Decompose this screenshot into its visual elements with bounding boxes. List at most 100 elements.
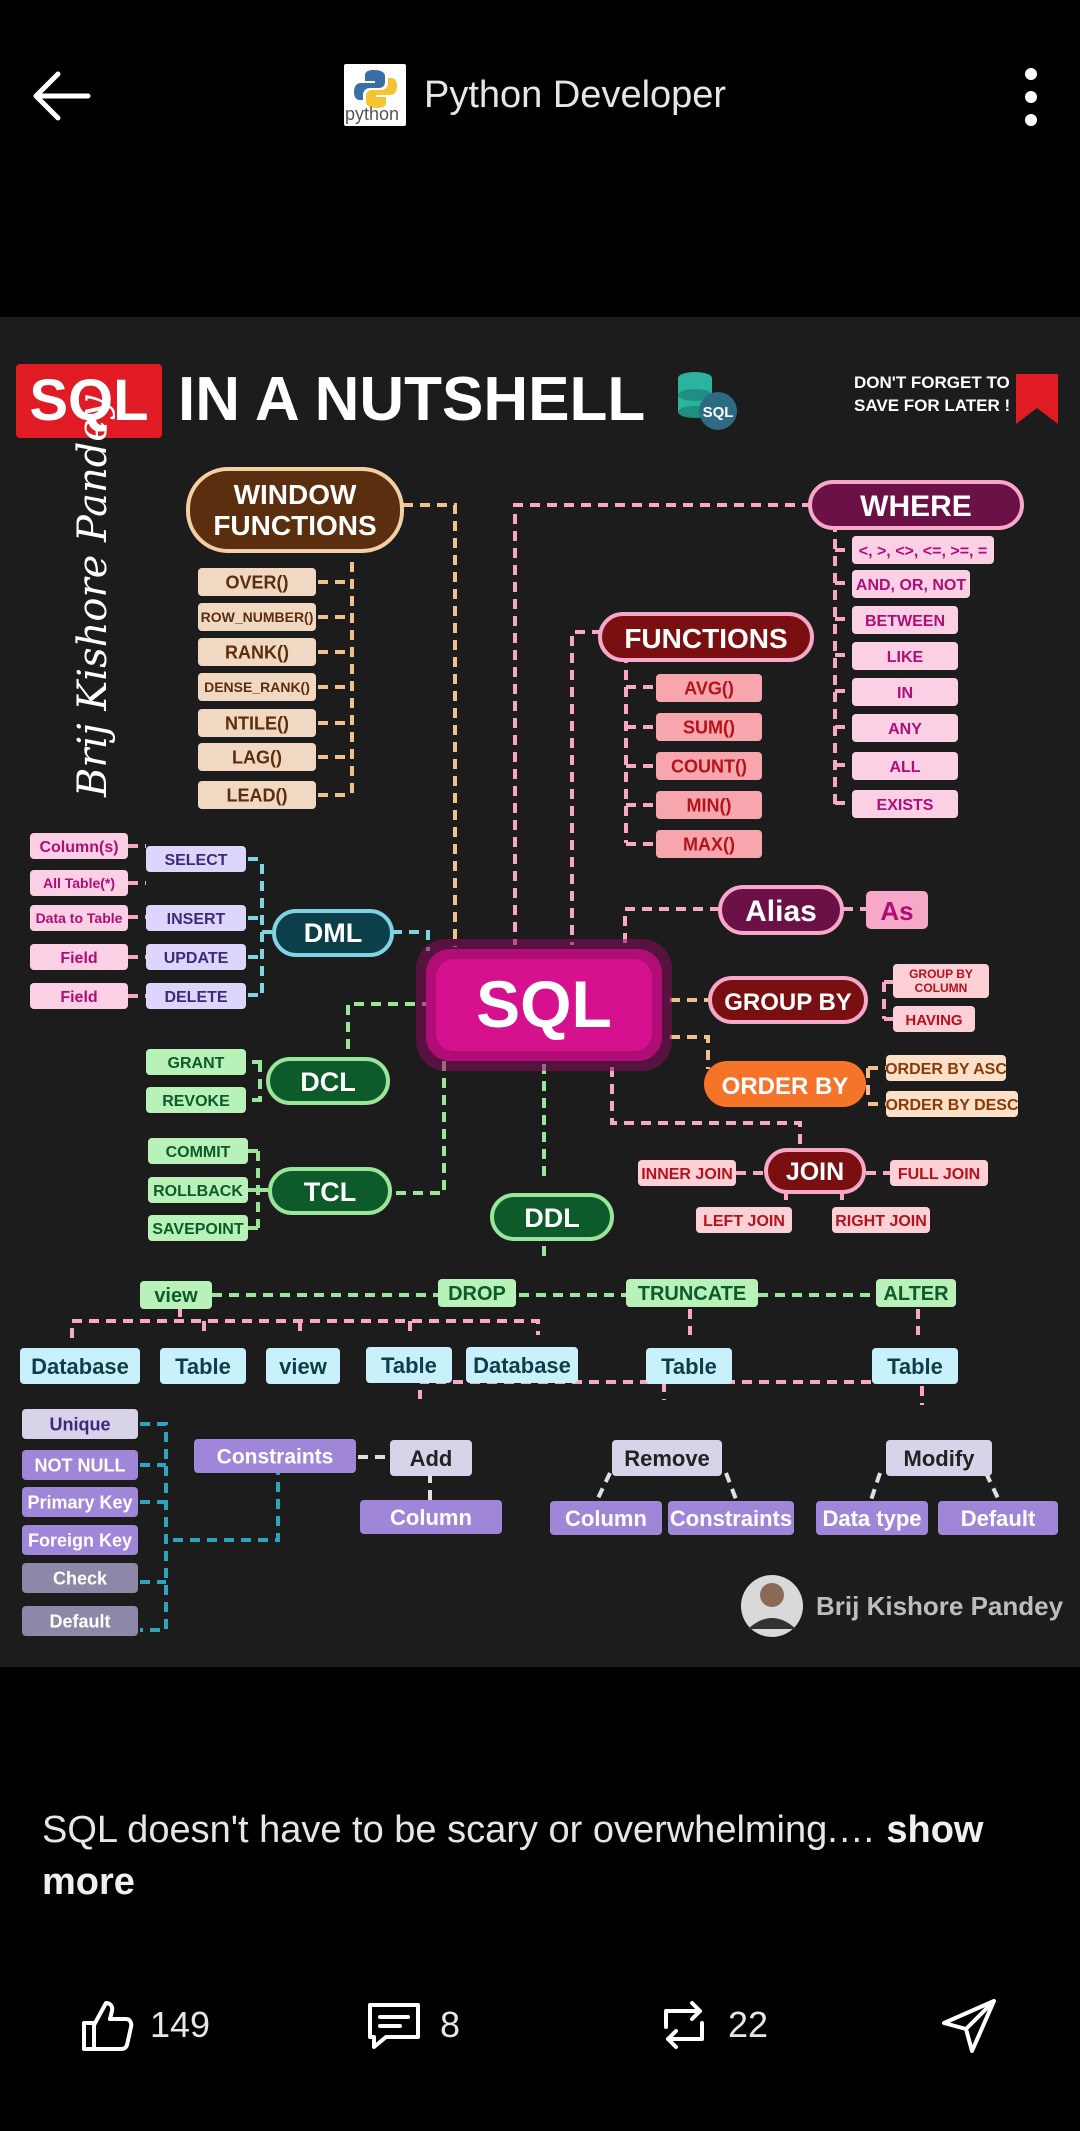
dcl-item: GRANT: [146, 1049, 246, 1075]
group-by-item1-line1: GROUP BY: [909, 967, 973, 981]
where-item: EXISTS: [852, 790, 958, 818]
ddl-object-label: Table: [381, 1353, 437, 1378]
reminder-line1: DON'T FORGET TO: [854, 373, 1010, 392]
logo-text: python: [345, 104, 400, 124]
title-rest-text: IN A NUTSHELL: [178, 365, 645, 434]
title-sql-text: SQL: [29, 368, 148, 433]
where-item: ALL: [852, 752, 958, 780]
dml-command: SELECT: [146, 846, 246, 872]
constraints-header-label: Constraints: [217, 1446, 334, 1469]
alter-target-label: Default: [961, 1506, 1036, 1531]
where-item: LIKE: [852, 642, 958, 670]
window-functions-list: OVER() ROW_NUMBER() RANK() DENSE_RANK() NTIL…: [198, 568, 316, 809]
where-item-label: ANY: [888, 721, 922, 738]
dml-target: Field: [30, 944, 128, 970]
dml-target-label: Data to Table: [36, 910, 123, 926]
post-text: SQL doesn't have to be scary or overwhel…: [42, 1809, 876, 1851]
show-more-link[interactable]: show more: [42, 1809, 984, 1903]
post-caption: SQL doesn't have to be scary or overwhel…: [42, 1804, 1042, 1908]
join-title: JOIN: [786, 1158, 844, 1186]
dcl-node: DCL: [266, 1057, 390, 1105]
constraint-item-label: Default: [49, 1611, 110, 1631]
share-button[interactable]: [940, 1990, 1000, 2060]
where-item: <, >, <>, <=, >=, =: [852, 536, 994, 564]
window-function-item: LEAD(): [198, 781, 316, 809]
ddl-object-label: Table: [887, 1354, 943, 1379]
ddl-object-label: Database: [31, 1354, 129, 1379]
function-item: MAX(): [656, 830, 762, 858]
window-title-line1: WINDOW: [234, 479, 357, 510]
dml-command-label: DELETE: [164, 989, 227, 1006]
dml-target: All Table(*): [30, 870, 128, 896]
join-item: LEFT JOIN: [696, 1207, 792, 1233]
back-button[interactable]: [28, 62, 98, 132]
constraint-item-label: Foreign Key: [28, 1530, 132, 1550]
alter-target-label: Constraints: [670, 1506, 792, 1531]
channel-info[interactable]: python Python Developer: [344, 62, 726, 128]
function-item-label: MIN(): [687, 795, 732, 815]
dml-command: DELETE: [146, 983, 246, 1009]
comment-button[interactable]: 8: [364, 1990, 460, 2060]
alter-target-label: Column: [390, 1505, 472, 1530]
order-by-title: ORDER BY: [722, 1073, 849, 1100]
database-icon: SQL: [678, 372, 737, 430]
dml-target: Column(s): [30, 833, 128, 859]
window-function-item-label: DENSE_RANK(): [204, 679, 310, 695]
group-by-node: GROUP BY GROUP BY COLUMN HAVING: [708, 964, 989, 1032]
order-by-item-label: ORDER BY DESC: [885, 1097, 1019, 1114]
like-button[interactable]: 149: [78, 1990, 210, 2060]
functions-list: AVG()SUM()COUNT()MIN()MAX(): [656, 674, 762, 858]
repost-button[interactable]: 22: [656, 1990, 768, 2060]
where-item-label: IN: [897, 685, 913, 702]
alter-action-label: Add: [410, 1446, 453, 1471]
join-item: RIGHT JOIN: [832, 1207, 930, 1233]
alter-target-label: Data type: [822, 1506, 921, 1531]
where-item-label: EXISTS: [877, 797, 934, 814]
dml-target-label: Field: [60, 989, 97, 1006]
functions-title: FUNCTIONS: [624, 623, 787, 654]
window-function-item-label: RANK(): [225, 642, 289, 662]
ddl-object-label: Table: [661, 1354, 717, 1379]
where-item: IN: [852, 678, 958, 706]
dml-node: DML: [272, 909, 394, 957]
ddl-object: Table: [160, 1348, 246, 1384]
where-node: WHERE: [808, 480, 1024, 530]
ddl-title: DDL: [524, 1203, 580, 1233]
more-vertical-icon: [1025, 68, 1037, 126]
ddl-object: Database: [466, 1347, 578, 1383]
window-function-item-label: ROW_NUMBER(): [201, 609, 314, 625]
alter-target: Column: [360, 1500, 502, 1534]
where-item-label: BETWEEN: [865, 613, 945, 630]
constraint-item: NOT NULL: [22, 1450, 138, 1480]
where-item-label: LIKE: [887, 649, 924, 666]
join-item: INNER JOIN: [638, 1160, 736, 1186]
thumbs-up-icon: [82, 2001, 134, 2051]
window-function-item: NTILE(): [198, 709, 316, 737]
alter-target: Constraints: [668, 1501, 794, 1535]
send-icon: [942, 1999, 996, 2053]
ddl-object: Table: [872, 1348, 958, 1384]
order-by-item: ORDER BY ASC: [885, 1055, 1007, 1081]
dml-command-label: UPDATE: [164, 950, 229, 967]
tcl-item-label: COMMIT: [166, 1144, 231, 1161]
dml-command-label: INSERT: [167, 911, 226, 928]
comment-count: 8: [440, 2004, 461, 2045]
ddl-command: TRUNCATE: [626, 1279, 758, 1307]
dcl-item: REVOKE: [146, 1087, 246, 1113]
function-item-label: MAX(): [683, 834, 735, 854]
constraint-item: Unique: [22, 1409, 138, 1439]
window-function-item-label: OVER(): [226, 572, 289, 592]
functions-node: FUNCTIONS: [598, 612, 814, 662]
app-header: python Python Developer: [0, 0, 1080, 200]
alias-value: As: [880, 896, 913, 926]
channel-name: Python Developer: [424, 73, 727, 116]
ddl-node: DDL: [490, 1193, 614, 1241]
window-function-item-label: LEAD(): [227, 785, 288, 805]
more-options-button[interactable]: [1016, 62, 1046, 132]
sql-infographic[interactable]: SQL IN A NUTSHELL SQL DON'T FORGET TO SA…: [0, 317, 1080, 1667]
ddl-command: DROP: [438, 1279, 516, 1307]
ddl-object-label: Table: [175, 1354, 231, 1379]
infographic-title: SQL IN A NUTSHELL: [16, 364, 645, 438]
dml-command: UPDATE: [146, 944, 246, 970]
